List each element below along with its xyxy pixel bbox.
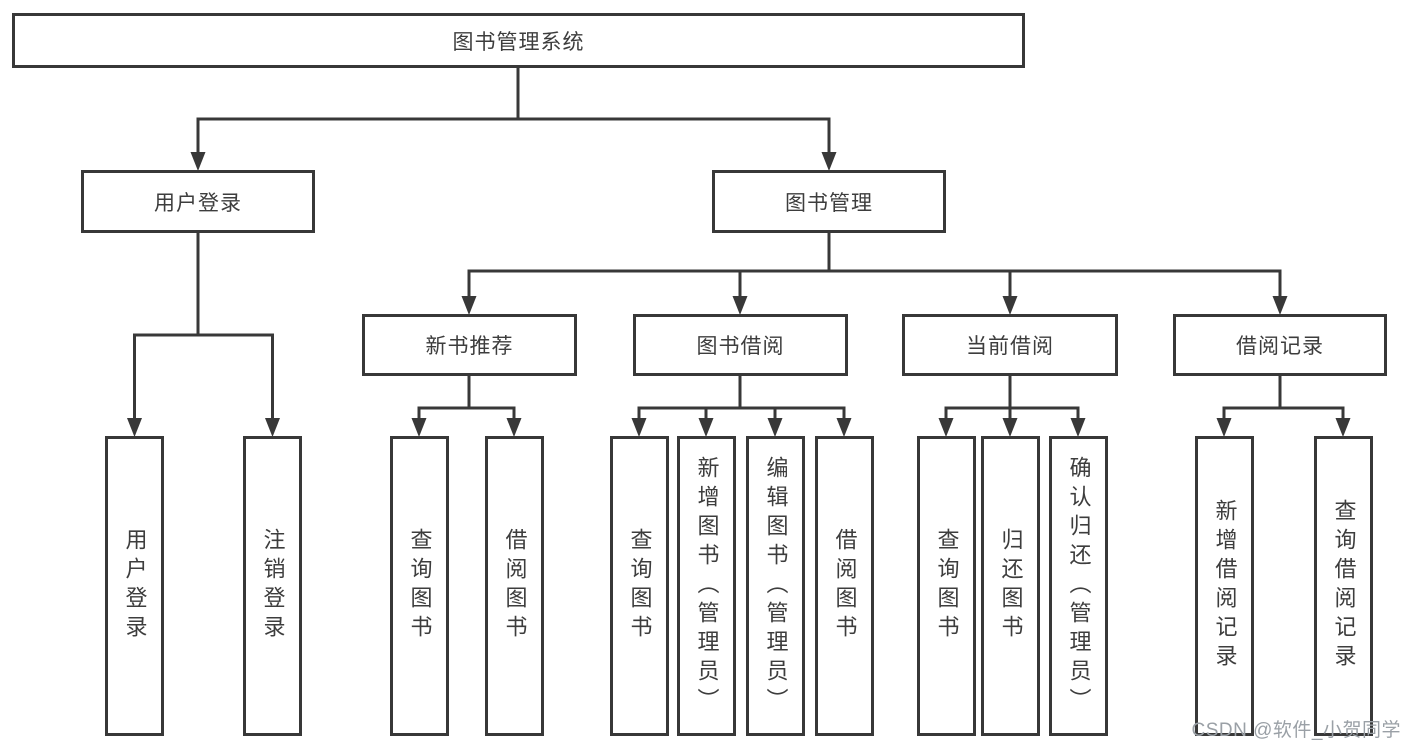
arrowhead — [411, 418, 427, 437]
leaf-label: 编辑图书（管理员） — [763, 455, 789, 717]
csdn-watermark: CSDN @软件_小贺同学 — [1191, 720, 1401, 741]
leaf-label: 查询借阅记录 — [1331, 499, 1357, 673]
node-new-book-recommend: 新书推荐 — [362, 314, 577, 376]
connector-book-mgmt-to-level3 — [467, 233, 1282, 299]
leaf-label: 用户登录 — [122, 528, 148, 644]
leaf-label: 查询图书 — [407, 528, 433, 644]
leaf-query-book-borrow: 查询图书 — [610, 436, 669, 736]
arrowhead — [461, 296, 477, 315]
leaf-borrow-book: 借阅图书 — [815, 436, 874, 736]
leaf-label: 借阅图书 — [832, 528, 858, 644]
leaf-query-book-recommend: 查询图书 — [390, 436, 449, 736]
leaf-add-borrow-record: 新增借阅记录 — [1195, 436, 1254, 736]
leaf-add-book-admin: 新增图书（管理员） — [677, 436, 736, 736]
arrowhead — [190, 152, 206, 171]
arrowhead — [732, 296, 748, 315]
arrowhead — [938, 418, 954, 437]
arrowhead — [1335, 418, 1351, 437]
leaf-confirm-return-admin: 确认归还（管理员） — [1049, 436, 1108, 736]
arrowhead — [767, 418, 783, 437]
arrowhead — [127, 418, 142, 437]
connector-user-login-to-leaves — [133, 233, 274, 421]
node-root-system: 图书管理系统 — [12, 13, 1025, 68]
leaf-label: 查询图书 — [627, 528, 653, 644]
node-current-borrow: 当前借阅 — [902, 314, 1118, 376]
arrowhead — [1216, 418, 1232, 437]
leaf-borrow-book-recommend: 借阅图书 — [485, 436, 544, 736]
leaf-query-book-current: 查询图书 — [917, 436, 976, 736]
arrowhead — [698, 418, 714, 437]
arrowhead — [265, 418, 280, 437]
connector-current-borrow-to-leaves — [944, 376, 1080, 421]
leaf-label: 借阅图书 — [502, 528, 528, 644]
arrowhead — [506, 418, 522, 437]
leaf-label: 新增借阅记录 — [1212, 499, 1238, 673]
arrowhead — [1002, 418, 1018, 437]
leaf-label: 归还图书 — [998, 528, 1024, 644]
connector-book-borrow-to-leaves — [637, 376, 846, 421]
connector-borrow-records-to-leaves — [1222, 376, 1345, 421]
leaf-user-login: 用户登录 — [105, 436, 164, 736]
arrowhead — [1070, 418, 1086, 437]
leaf-label: 注销登录 — [260, 528, 286, 644]
leaf-label: 查询图书 — [934, 528, 960, 644]
node-book-management: 图书管理 — [712, 170, 946, 233]
arrowhead — [631, 418, 647, 437]
connector-root-to-level2 — [196, 68, 831, 155]
leaf-query-borrow-record: 查询借阅记录 — [1314, 436, 1373, 736]
leaf-label: 新增图书（管理员） — [694, 455, 720, 717]
arrowhead — [821, 152, 837, 171]
leaf-label: 确认归还（管理员） — [1066, 455, 1092, 717]
node-borrow-records: 借阅记录 — [1173, 314, 1387, 376]
leaf-logout-login: 注销登录 — [243, 436, 302, 736]
arrowhead — [836, 418, 852, 437]
leaf-return-book: 归还图书 — [981, 436, 1040, 736]
connector-new-book-to-leaves — [417, 376, 516, 421]
node-book-borrow: 图书借阅 — [633, 314, 848, 376]
leaf-edit-book-admin: 编辑图书（管理员） — [746, 436, 805, 736]
node-user-login: 用户登录 — [81, 170, 315, 233]
arrowhead — [1002, 296, 1018, 315]
arrowhead — [1272, 296, 1288, 315]
